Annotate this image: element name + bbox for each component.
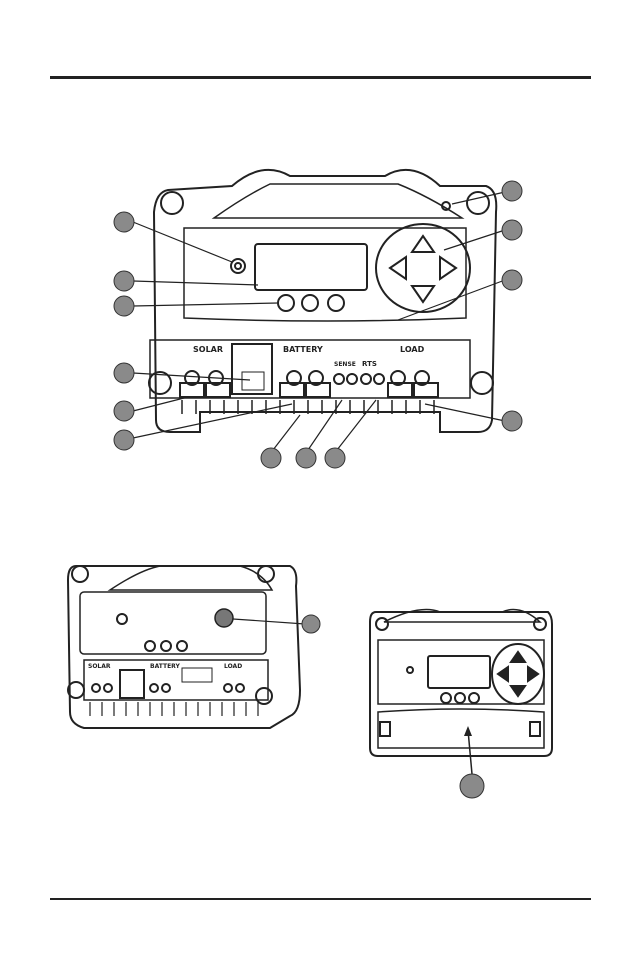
- led-indicator-center: [235, 263, 241, 269]
- angled-heat-sink: [90, 702, 258, 716]
- callout-battery-terminals: [114, 430, 134, 450]
- nav-right-arrow: [440, 257, 456, 279]
- cover-latch-left: [380, 722, 390, 736]
- sense-neg-screw: [347, 374, 357, 384]
- covered-button-2: [455, 693, 465, 703]
- covered-nav-up: [511, 652, 525, 662]
- angled-highlight-point: [215, 609, 233, 627]
- angled-button-1: [145, 641, 155, 651]
- callout-led: [114, 212, 134, 232]
- rts-neg-screw: [374, 374, 384, 384]
- angled-button-2: [161, 641, 171, 651]
- angled-solar-label: SOLAR: [88, 663, 111, 670]
- callout-display: [114, 271, 134, 291]
- angled-load-screw-2: [236, 684, 244, 692]
- covered-led: [407, 667, 413, 673]
- callout-rts-terminal: [325, 448, 345, 468]
- callout-meterbus: [114, 363, 134, 383]
- push-button-2: [302, 295, 318, 311]
- angled-meterbus-port: [120, 670, 144, 698]
- nav-left-arrow: [390, 257, 406, 279]
- angled-solar-screw-2: [104, 684, 112, 692]
- callout-load-terminals: [502, 411, 522, 431]
- callout-cover: [460, 774, 484, 798]
- controller-front-view: [149, 170, 496, 432]
- callout-battery-slot: [261, 448, 281, 468]
- rts-pos-screw: [361, 374, 371, 384]
- covered-button-1: [441, 693, 451, 703]
- callout-solar-terminals: [114, 401, 134, 421]
- mount-hole-top-left: [161, 192, 183, 214]
- figure1-callouts: [114, 181, 522, 468]
- lcd-display: [255, 244, 367, 290]
- face-panel: [184, 228, 466, 321]
- nav-down-arrow: [412, 286, 434, 302]
- push-button-1: [278, 295, 294, 311]
- angled-battery-label: BATTERY: [150, 663, 180, 670]
- load-neg-slot: [414, 383, 438, 397]
- angled-aux-block: [182, 668, 212, 682]
- callout-nav-pad: [502, 220, 522, 240]
- rts-label: RTS: [362, 360, 377, 368]
- mount-hole-bottom-right: [471, 372, 493, 394]
- solar-label: SOLAR: [193, 345, 223, 354]
- angled-face-panel: [80, 592, 266, 654]
- callout-angled: [302, 615, 320, 633]
- angled-mount-hole-tr: [258, 566, 274, 582]
- callout-sense-terminal: [296, 448, 316, 468]
- covered-nav-right: [528, 667, 538, 681]
- sense-pos-screw: [334, 374, 344, 384]
- angled-mount-hole-br: [256, 688, 272, 704]
- led-indicator: [231, 259, 245, 273]
- cover-leader-arrow: [464, 726, 472, 736]
- push-button-3: [328, 295, 344, 311]
- meterbus-jack: [242, 372, 264, 390]
- angled-solar-screw-1: [92, 684, 100, 692]
- callout-terminal-block: [502, 270, 522, 290]
- sense-label: SENSE: [334, 361, 356, 368]
- angled-mount-hole-tl: [72, 566, 88, 582]
- controller-angled-view: [68, 566, 300, 728]
- angled-load-screw-1: [224, 684, 232, 692]
- controller-covered-view: [370, 610, 552, 756]
- callout-buttons: [114, 296, 134, 316]
- mount-hole-top-right: [467, 192, 489, 214]
- top-handle: [214, 184, 462, 218]
- angled-leader-line: [233, 619, 305, 624]
- callout-mount-screw: [502, 181, 522, 201]
- battery-label: BATTERY: [283, 345, 323, 354]
- covered-body: [370, 612, 552, 756]
- terminal-cover: [378, 709, 544, 748]
- cover-leader-line: [468, 730, 472, 774]
- angled-handle: [110, 566, 272, 590]
- covered-mount-tl: [376, 618, 388, 630]
- covered-mount-tr: [534, 618, 546, 630]
- nav-up-arrow: [412, 236, 434, 252]
- covered-nav-down: [511, 686, 525, 696]
- angled-button-3: [177, 641, 187, 651]
- cover-latch-right: [530, 722, 540, 736]
- covered-display: [428, 656, 490, 688]
- angled-battery-screw-1: [150, 684, 158, 692]
- angled-load-label: LOAD: [224, 663, 242, 670]
- meterbus-port: [232, 344, 272, 394]
- covered-nav-left: [498, 667, 508, 681]
- covered-button-3: [469, 693, 479, 703]
- angled-battery-screw-2: [162, 684, 170, 692]
- angled-led: [117, 614, 127, 624]
- load-label: LOAD: [400, 345, 425, 354]
